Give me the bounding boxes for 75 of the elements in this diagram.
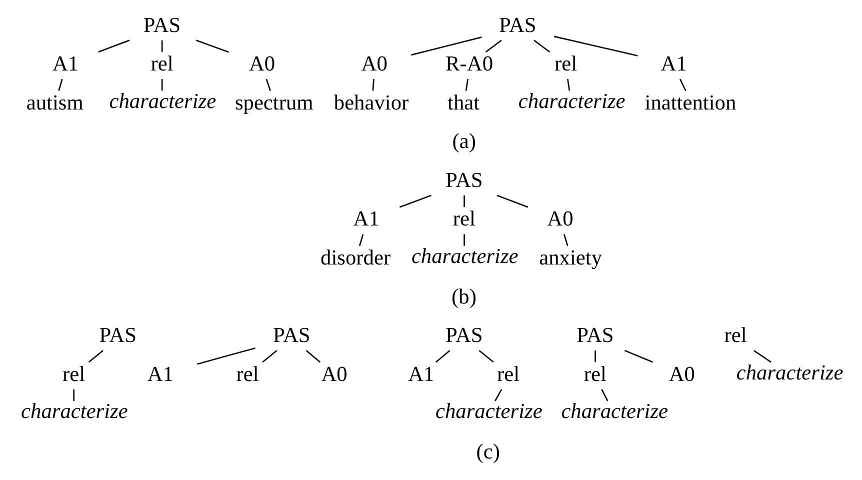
connector (553, 36, 638, 56)
node-text: PAS (98, 323, 136, 348)
node-text: PAS (576, 323, 614, 348)
node-text: autism (26, 90, 83, 114)
label: (a) (452, 129, 476, 154)
node-text: anxiety (538, 245, 602, 270)
node-text: A0 (360, 52, 387, 76)
connector (398, 194, 431, 208)
node-text: PAS (498, 12, 536, 37)
node-text: R-A0 (445, 52, 493, 76)
node-text: characterize (20, 399, 128, 424)
node-text: spectrum (234, 90, 313, 114)
node-text: rel (583, 362, 606, 386)
node-text: that (447, 90, 480, 114)
label: (b) (451, 284, 476, 308)
node-text: rel (150, 52, 173, 76)
connector (88, 350, 103, 363)
connector (435, 350, 450, 363)
connector (566, 78, 570, 91)
connector (372, 79, 374, 91)
node-text: A0 (320, 362, 347, 386)
label: (c) (476, 439, 500, 464)
connector (305, 350, 320, 363)
connector (600, 388, 608, 402)
node-text: characterize (560, 399, 668, 424)
connector (494, 388, 502, 402)
connector (496, 194, 528, 208)
node-text: characterize (736, 360, 843, 384)
node-text: A0 (248, 52, 275, 76)
connector (265, 78, 270, 91)
node-text: PAS (445, 323, 482, 348)
node-text: A1 (146, 362, 173, 386)
node-text: disorder (320, 245, 390, 270)
node-text: characterize (518, 89, 625, 114)
node-text: PAS (445, 168, 482, 192)
connector (160, 40, 162, 52)
connector (262, 350, 277, 363)
node-text: A1 (352, 206, 379, 231)
node-text: rel (452, 206, 475, 231)
node-text: behavior (333, 90, 408, 114)
node-text: A1 (660, 52, 686, 76)
connector (594, 350, 596, 362)
connector (410, 36, 482, 56)
connector (563, 234, 568, 246)
node-text: PAS (272, 323, 310, 348)
connector (195, 40, 229, 53)
connector (752, 350, 771, 363)
node-text: A0 (546, 206, 573, 231)
node-text: characterize (435, 399, 542, 424)
node-text: rel (496, 362, 520, 386)
connector (358, 234, 364, 246)
node-text: rel (236, 362, 258, 386)
node-text: characterize (410, 244, 518, 268)
node-text: A1 (408, 362, 434, 386)
node-text: inattention (644, 90, 736, 114)
node-text: characterize (108, 89, 216, 114)
connector (72, 389, 74, 401)
node-text: A1 (52, 52, 78, 76)
connector (484, 40, 502, 52)
connector (196, 348, 255, 365)
connector (463, 234, 464, 246)
connector (160, 79, 162, 91)
connector (678, 78, 686, 92)
node-text: rel (62, 362, 85, 386)
node-text: rel (724, 323, 746, 348)
connector (533, 40, 550, 52)
connector (464, 78, 468, 91)
connector (58, 78, 62, 91)
node-text: rel (554, 52, 577, 76)
connector (624, 350, 653, 363)
node-text: PAS (142, 12, 180, 37)
connector (463, 195, 464, 208)
connector (98, 40, 130, 53)
node-text: A0 (668, 362, 694, 386)
connector (478, 350, 494, 363)
